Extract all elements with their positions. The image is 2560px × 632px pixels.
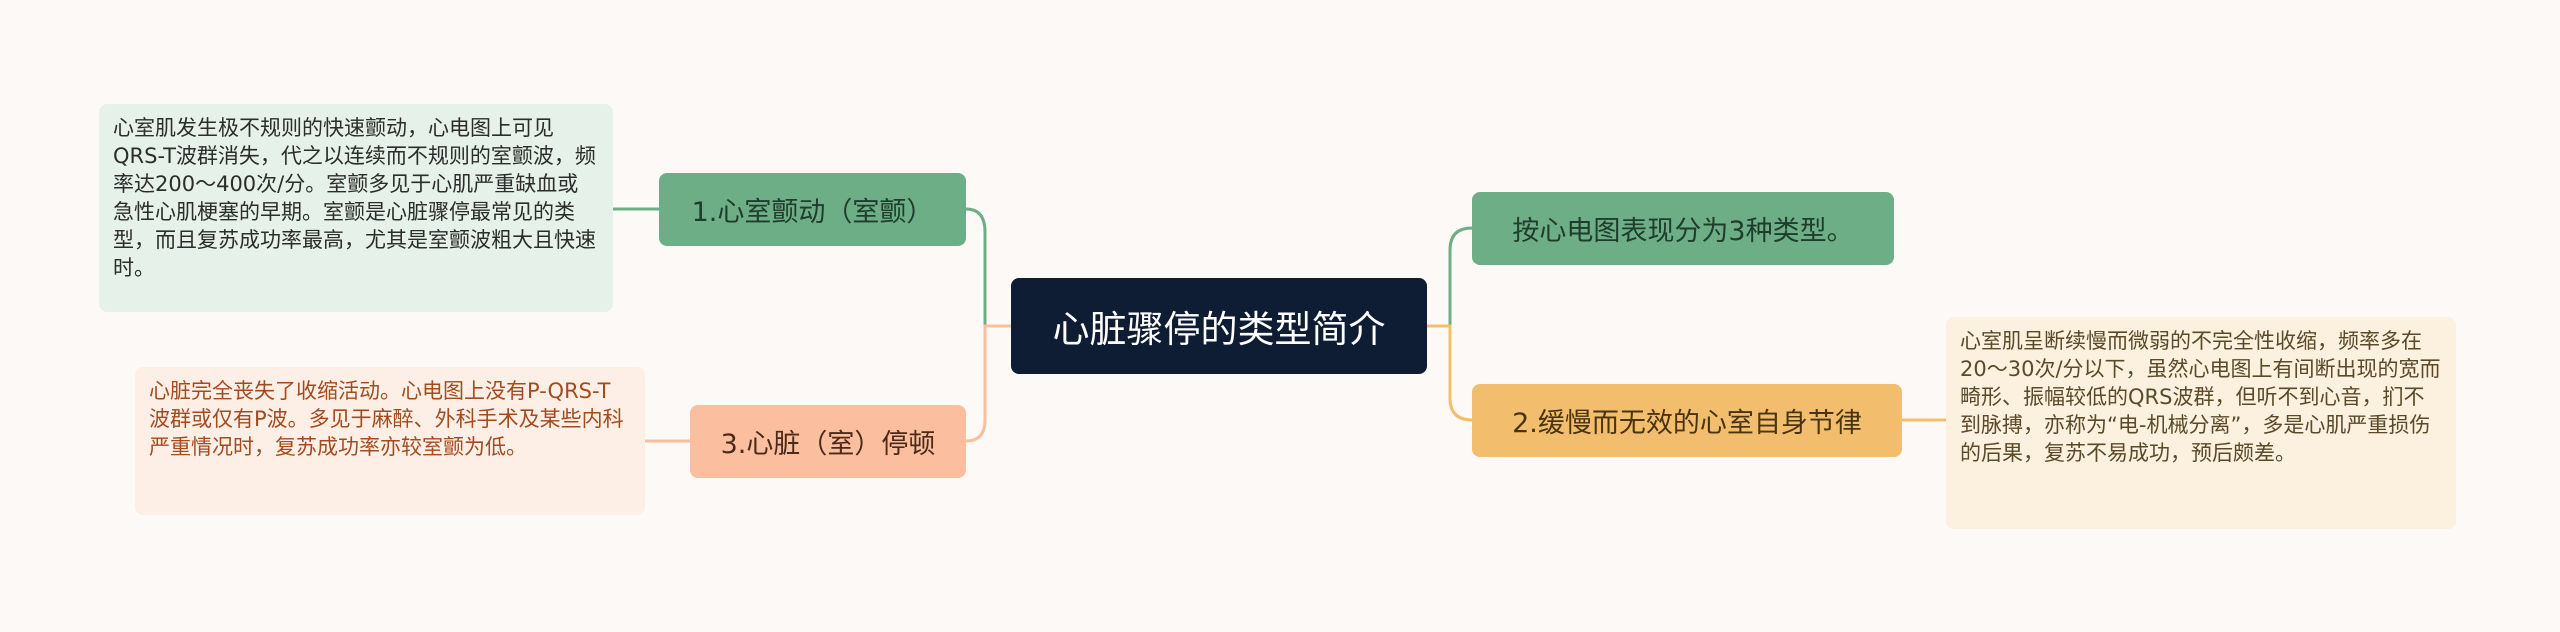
detail-ventricular-fibrillation: 心室肌发生极不规则的快速颤动，心电图上可见QRS-T波群消失，代之以连续而不规则… (99, 104, 613, 312)
link-root-overview (1427, 226, 1473, 328)
branch-ventricular-fibrillation: 1.心室颤动（室颤） (659, 173, 966, 246)
branch-overview: 按心电图表现分为3种类型。 (1472, 192, 1894, 265)
root-node: 心脏骤停的类型简介 (1011, 278, 1427, 374)
branch-label: 2.缓慢而无效的心室自身节律 (1512, 408, 1862, 439)
root-title: 心脏骤停的类型简介 (1052, 308, 1386, 351)
detail-asystole: 心脏完全丧失了收缩活动。心电图上没有P-QRS-T波群或仅有P波。多见于麻醉、外… (135, 367, 645, 515)
detail-idioventricular-rhythm: 心室肌呈断续慢而微弱的不完全性收缩，频率多在20～30次/分以下，虽然心电图上有… (1946, 317, 2456, 529)
link-root-vf (965, 207, 1011, 328)
branch-label: 1.心室颤动（室颤） (691, 197, 934, 228)
branch-label: 3.心脏（室）停顿 (720, 429, 936, 460)
branch-label: 按心电图表现分为3种类型。 (1512, 216, 1854, 247)
link-root-idioventricular (1427, 324, 1473, 422)
branch-asystole: 3.心脏（室）停顿 (690, 405, 966, 478)
link-root-asystole (965, 324, 1011, 443)
branch-idioventricular-rhythm: 2.缓慢而无效的心室自身节律 (1472, 384, 1902, 457)
